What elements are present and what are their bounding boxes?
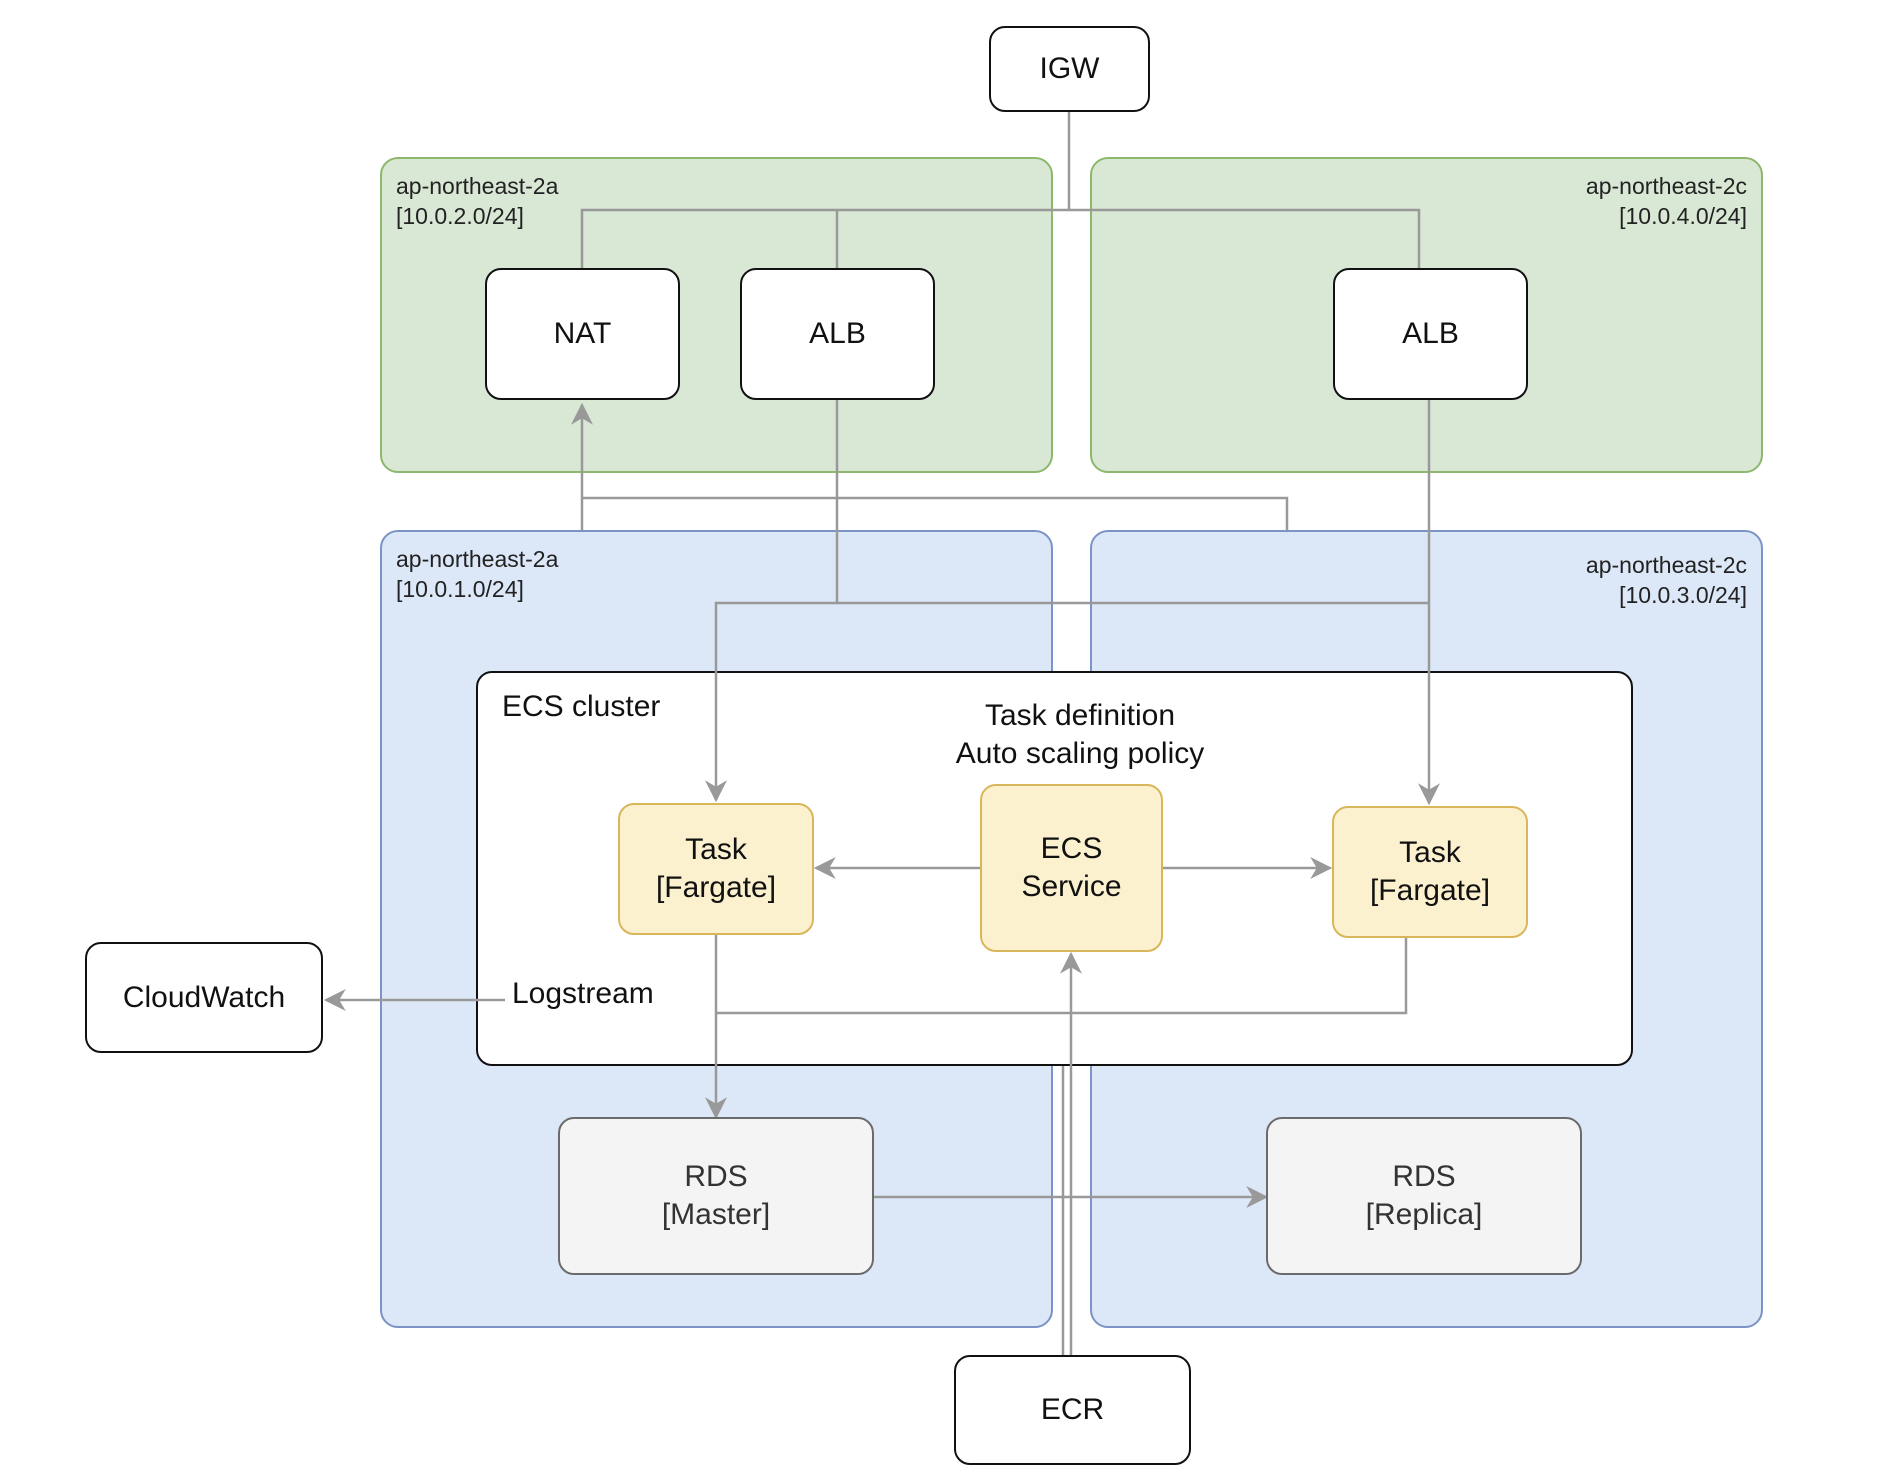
task-fargate-2a[interactable]: Task [Fargate] — [618, 803, 814, 935]
ecs-service-node[interactable]: ECS Service — [980, 784, 1163, 952]
task-definition-label: Task definition — [984, 699, 1176, 732]
ecs-cluster-title: ECS cluster — [502, 690, 661, 723]
igw-alb-c-line — [1069, 208, 1421, 268]
rds-replica-node[interactable]: RDS [Replica] — [1266, 1117, 1582, 1275]
task-logs-line — [716, 938, 1408, 1015]
logstream-label: Logstream — [510, 975, 656, 1013]
public-subnet-2a-label: ap-northeast-2a [10.0.2.0/24] — [396, 171, 558, 231]
public-subnet-2c-name: ap-northeast-2c — [1585, 173, 1747, 199]
nat-node[interactable]: NAT — [485, 268, 680, 400]
private-subnet-2c-name: ap-northeast-2c — [1585, 552, 1747, 578]
cloudwatch-node[interactable]: CloudWatch — [85, 942, 323, 1053]
rds-master-node[interactable]: RDS [Master] — [558, 1117, 874, 1275]
task-fargate-2c[interactable]: Task [Fargate] — [1332, 806, 1528, 938]
public-subnet-2a-cidr: [10.0.2.0/24] — [396, 203, 524, 229]
igw-node[interactable]: IGW — [989, 26, 1150, 112]
private-subnet-2a-label: ap-northeast-2a [10.0.1.0/24] — [396, 544, 558, 604]
auto-scaling-policy-label: Auto scaling policy — [955, 737, 1205, 770]
private-subnet-2a-name: ap-northeast-2a — [396, 546, 559, 572]
igw-nat-line — [580, 208, 1069, 268]
public-subnet-2c-label: ap-northeast-2c [10.0.4.0/24] — [1586, 171, 1747, 231]
private-subnet-2c-label: ap-northeast-2c [10.0.3.0/24] — [1586, 550, 1747, 610]
public-subnet-2c-cidr: [10.0.4.0/24] — [1619, 203, 1747, 229]
public-subnet-2a-name: ap-northeast-2a — [396, 173, 559, 199]
private-subnet-2a-cidr: [10.0.1.0/24] — [396, 576, 524, 602]
ecr-node[interactable]: ECR — [954, 1355, 1191, 1465]
alb-a-to-task-a-arrow — [705, 400, 839, 803]
alb-node-2a[interactable]: ALB — [740, 268, 935, 400]
private-c-to-nat-line — [582, 496, 1289, 530]
private-subnet-2c-cidr: [10.0.3.0/24] — [1619, 582, 1747, 608]
alb-node-2c[interactable]: ALB — [1333, 268, 1528, 400]
